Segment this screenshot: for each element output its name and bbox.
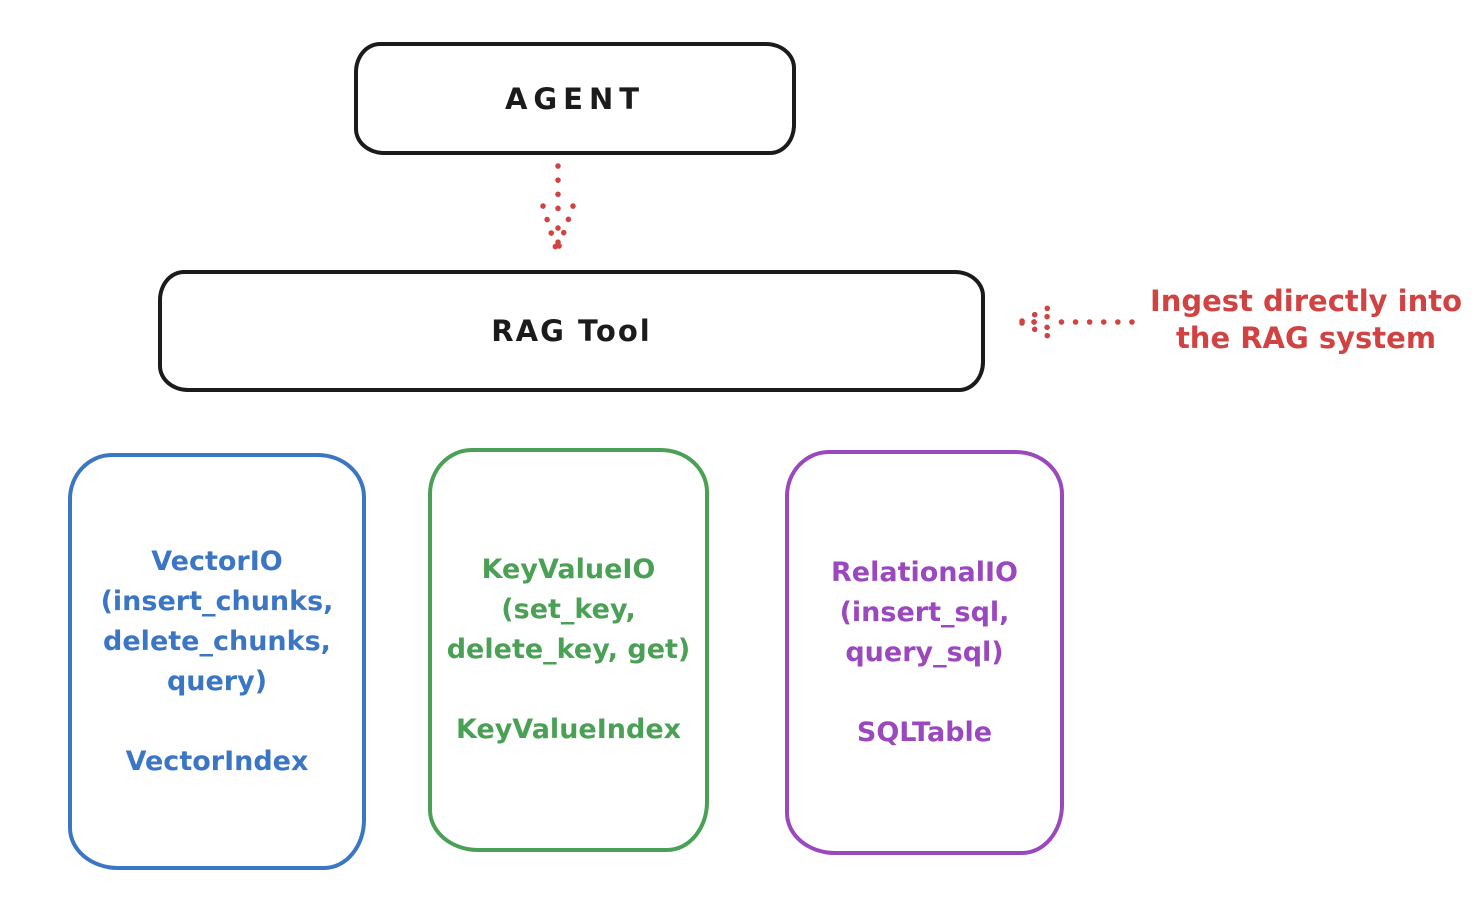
- ingest-annotation-line1: Ingest directly into: [1149, 284, 1463, 318]
- rag-tool-label: RAG Tool: [491, 314, 652, 348]
- keyvalue-io-line: (set_key,: [501, 594, 636, 625]
- ingest-annotation: Ingest directly into the RAG system: [1128, 283, 1484, 357]
- ingest-annotation-line2: the RAG system: [1175, 321, 1437, 355]
- vector-io-line: VectorIO: [151, 545, 283, 577]
- vector-io-line: delete_chunks,: [103, 625, 331, 657]
- keyvalue-io-line: delete_key, get): [446, 634, 691, 665]
- vector-io-box: VectorIO (insert_chunks, delete_chunks, …: [68, 453, 366, 870]
- agent-label: AGENT: [504, 81, 646, 116]
- relational-io-line: query_sql): [845, 636, 1004, 668]
- relational-io-box: RelationalIO (insert_sql, query_sql) SQL…: [785, 450, 1064, 855]
- keyvalue-io-box: KeyValueIO (set_key, delete_key, get) Ke…: [428, 448, 709, 852]
- agent-box: AGENT: [354, 42, 796, 155]
- vector-index-label: VectorIndex: [125, 745, 309, 777]
- vector-io-line: query): [166, 665, 268, 697]
- rag-tool-box: RAG Tool: [158, 270, 985, 392]
- annotation-to-rag-dotted-arrow-icon: [1019, 304, 1135, 340]
- agent-to-rag-dotted-arrow-icon: [540, 163, 576, 256]
- vector-io-line: (insert_chunks,: [100, 585, 334, 617]
- relational-io-line: (insert_sql,: [839, 596, 1010, 628]
- relational-io-line: RelationalIO: [831, 556, 1018, 588]
- keyvalue-index-label: KeyValueIndex: [455, 714, 682, 745]
- sql-table-label: SQLTable: [856, 716, 993, 748]
- keyvalue-io-line: KeyValueIO: [481, 554, 656, 585]
